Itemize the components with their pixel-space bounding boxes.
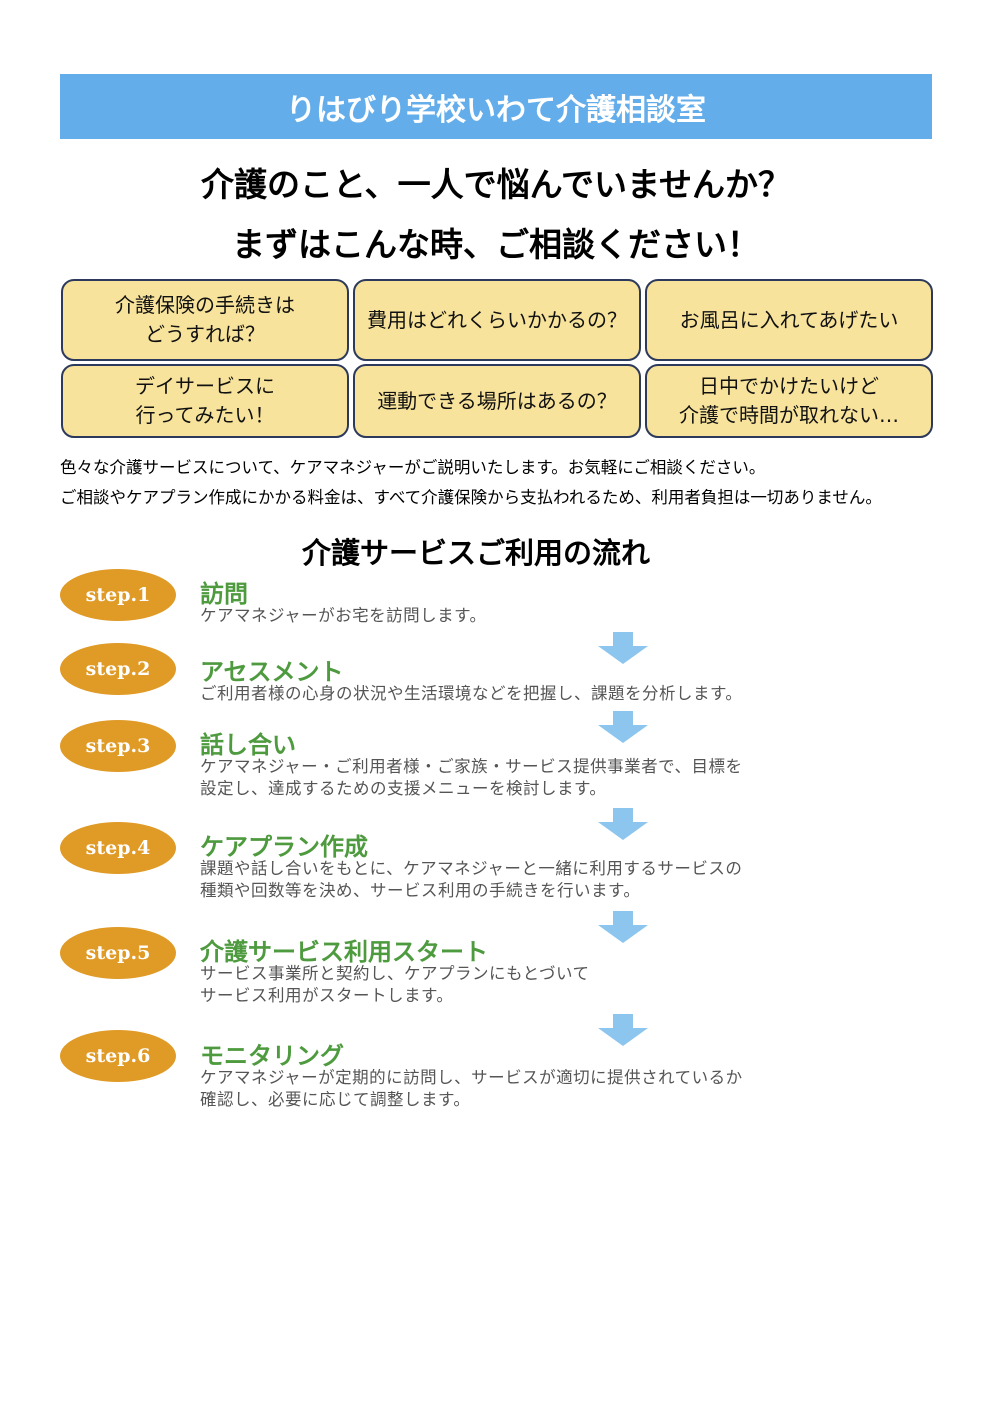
step-description: ご利用者様の心身の状況や生活環境などを把握し、課題を分析します。 [200, 683, 742, 705]
note-1: 色々な介護サービスについて、ケアマネジャーがご説明いたします。お気軽にご相談くだ… [60, 458, 766, 477]
step-description: ケアマネジャーが定期的に訪問し、サービスが適切に提供されているか確認し、必要に応… [200, 1067, 743, 1111]
step-badge: step.1 [60, 569, 176, 621]
card-line-1: お風呂に入れてあげたい [679, 307, 899, 332]
card-line-1: デイサービスに [135, 374, 275, 398]
step-title: アセスメント [200, 658, 344, 686]
headline-1: 介護のこと、一人で悩んでいませんか？ [200, 165, 792, 204]
step-desc-line-2: 種類や回数等を決め、サービス利用の手続きを行います。 [200, 881, 641, 900]
card-line-1: 介護保険の手続きは [115, 293, 295, 317]
down-arrow-icon [598, 711, 648, 743]
down-arrow-icon [598, 808, 648, 840]
concern-card: 介護保険の手続きはどうすれば？ [61, 279, 349, 361]
step-description: 課題や話し合いをもとに、ケアマネジャーと一緒に利用するサービスの種類や回数等を決… [200, 858, 742, 902]
step-desc-line-1: ケアマネジャーがお宅を訪問します。 [200, 606, 487, 625]
step-badge: step.2 [60, 643, 176, 695]
concern-card: デイサービスに行ってみたい！ [61, 364, 349, 438]
step-title: モニタリング [200, 1042, 344, 1070]
concern-card: 費用はどれくらいかかるの？ [353, 279, 641, 361]
card-line-2: どうすれば？ [145, 322, 265, 346]
step-desc-line-1: ケアマネジャー・ご利用者様・ご家族・サービス提供事業者で、目標を [200, 757, 743, 776]
concern-card: 運動できる場所はあるの？ [353, 364, 641, 438]
down-arrow-icon [598, 632, 648, 664]
step-desc-line-1: サービス事業所と契約し、ケアプランにもとづいて [200, 964, 590, 983]
step-title: ケアプラン作成 [200, 833, 368, 861]
step-badge: step.5 [60, 927, 176, 979]
step-desc-line-1: 課題や話し合いをもとに、ケアマネジャーと一緒に利用するサービスの [200, 859, 743, 878]
step-badge: step.4 [60, 822, 176, 874]
step-desc-line-1: ケアマネジャーが定期的に訪問し、サービスが適切に提供されているか [200, 1068, 743, 1087]
step-title: 訪問 [200, 580, 248, 608]
step-title: 話し合い [200, 731, 296, 759]
step-badge: step.3 [60, 720, 176, 772]
step-desc-line-1: ご利用者様の心身の状況や生活環境などを把握し、課題を分析します。 [200, 684, 743, 703]
step-desc-line-2: サービス利用がスタートします。 [200, 986, 454, 1005]
step-title: 介護サービス利用スタート [200, 938, 488, 966]
flow-title: 介護サービスご利用の流れ [301, 536, 650, 570]
card-line-1: 費用はどれくらいかかるの？ [367, 307, 627, 332]
card-line-1: 日中でかけたいけど [699, 374, 879, 398]
headline-2: まずはこんな時、ご相談ください！ [232, 225, 760, 264]
concern-card: 日中でかけたいけど介護で時間が取れない… [645, 364, 933, 438]
card-line-1: 運動できる場所はあるの？ [377, 388, 617, 413]
step-badge: step.6 [60, 1030, 176, 1082]
step-description: サービス事業所と契約し、ケアプランにもとづいてサービス利用がスタートします。 [200, 963, 590, 1007]
step-desc-line-2: 確認し、必要に応じて調整します。 [200, 1090, 471, 1109]
down-arrow-icon [598, 911, 648, 943]
title-banner: りはびり学校いわて介護相談室 [60, 74, 932, 139]
concern-card: お風呂に入れてあげたい [645, 279, 933, 361]
step-description: ケアマネジャー・ご利用者様・ご家族・サービス提供事業者で、目標を設定し、達成する… [200, 756, 743, 800]
step-desc-line-2: 設定し、達成するための支援メニューを検討します。 [200, 779, 607, 798]
note-2: ご相談やケアプラン作成にかかる料金は、すべて介護保険から支払われるため、利用者負… [60, 488, 882, 507]
step-description: ケアマネジャーがお宅を訪問します。 [200, 605, 487, 627]
down-arrow-icon [598, 1014, 648, 1046]
card-line-2: 介護で時間が取れない… [679, 403, 899, 427]
card-line-2: 行ってみたい！ [135, 403, 275, 427]
